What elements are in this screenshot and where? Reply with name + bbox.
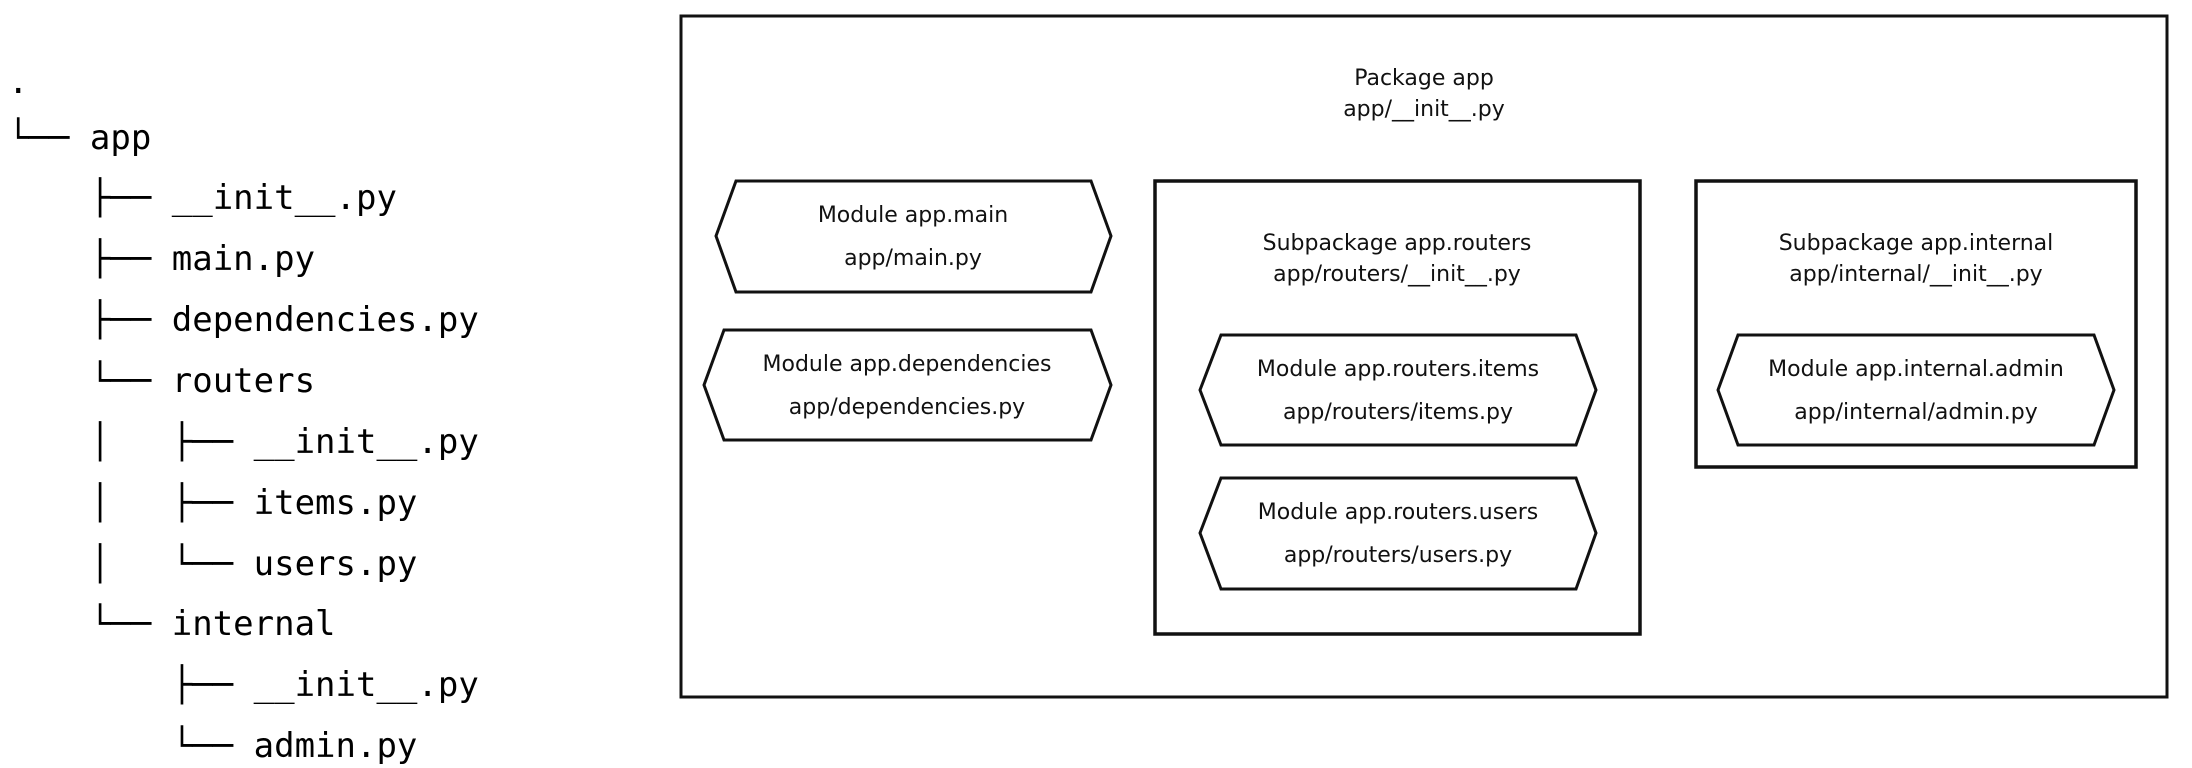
module-items-title: Module app.routers.items xyxy=(1257,357,1539,382)
package-app-box xyxy=(679,14,2169,699)
module-admin-file: app/internal/admin.py xyxy=(1794,400,2038,425)
module-main-file: app/main.py xyxy=(844,246,982,271)
module-users-hexagon xyxy=(1198,476,1598,591)
module-users-title: Module app.routers.users xyxy=(1258,500,1538,525)
tree-line-internal-init: ├── __init__.py xyxy=(8,665,479,705)
package-app-file: app/__init__.py xyxy=(1343,97,1505,122)
module-admin-hexagon xyxy=(1716,333,2116,447)
tree-line-app-init: ├── __init__.py xyxy=(8,178,397,218)
tree-line-root: . xyxy=(8,62,29,102)
module-items-file: app/routers/items.py xyxy=(1283,400,1513,425)
tree-line-app: └── app xyxy=(8,118,152,158)
subpackage-routers-file: app/routers/__init__.py xyxy=(1273,262,1521,287)
subpackage-routers-title: Subpackage app.routers xyxy=(1263,231,1532,256)
subpackage-internal-file: app/internal/__init__.py xyxy=(1789,262,2042,287)
tree-line-routers: └── routers xyxy=(8,361,316,401)
tree-line-items: │ ├── items.py xyxy=(8,483,418,523)
tree-line-internal: └── internal xyxy=(8,604,336,644)
module-dependencies-hexagon xyxy=(702,328,1113,442)
tree-line-users: │ └── users.py xyxy=(8,544,418,584)
tree-line-dependencies: ├── dependencies.py xyxy=(8,300,479,340)
subpackage-routers-box xyxy=(1153,179,1642,636)
module-dependencies-title: Module app.dependencies xyxy=(763,352,1052,377)
tree-line-main: ├── main.py xyxy=(8,239,316,279)
package-app-title: Package app xyxy=(1354,66,1494,91)
module-items-hexagon xyxy=(1198,333,1598,447)
module-dependencies-file: app/dependencies.py xyxy=(789,395,1025,420)
directory-tree: . └── app ├── __init__.py ├── main.py ├─… xyxy=(0,0,660,768)
tree-line-admin: └── admin.py xyxy=(8,726,418,766)
subpackage-internal-box xyxy=(1694,179,2138,469)
module-users-file: app/routers/users.py xyxy=(1284,543,1512,568)
tree-line-routers-init: │ ├── __init__.py xyxy=(8,422,479,462)
module-admin-title: Module app.internal.admin xyxy=(1768,357,2064,382)
subpackage-internal-title: Subpackage app.internal xyxy=(1779,231,2054,256)
module-main-title: Module app.main xyxy=(818,203,1008,228)
module-main-hexagon xyxy=(714,179,1113,294)
